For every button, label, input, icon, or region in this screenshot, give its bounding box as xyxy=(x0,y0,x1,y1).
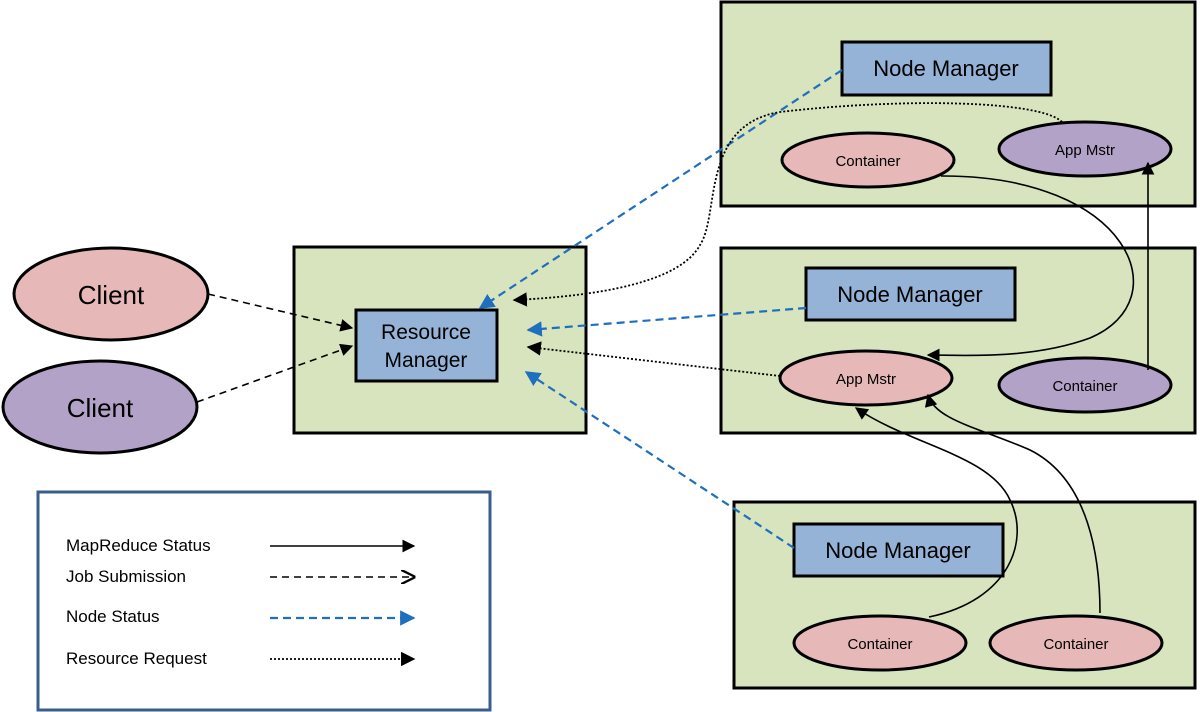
client-pink: Client xyxy=(12,246,210,342)
app-master-middle-label: App Mstr xyxy=(836,371,896,388)
node-manager-bottom-label: Node Manager xyxy=(825,538,971,563)
legend-label-mapreduce-status: MapReduce Status xyxy=(66,536,211,555)
legend-label-node-status: Node Status xyxy=(66,607,160,626)
container-top: Container xyxy=(780,131,956,189)
legend-box xyxy=(36,490,492,712)
job-submission-arrow-pink-client xyxy=(207,293,354,332)
resource-manager: Resource Manager xyxy=(354,308,499,383)
resource-request-arrow-top-app-master xyxy=(512,102,1063,307)
node-manager-middle-label: Node Manager xyxy=(837,282,983,307)
job-submission-arrow-purple-client xyxy=(196,343,354,403)
app-master-top-label: App Mstr xyxy=(1055,142,1115,159)
resource-manager-label-line1: Resource xyxy=(381,321,471,344)
mapreduce-status-arrow-bottom-right-container xyxy=(924,393,1101,614)
node-status-arrow-top xyxy=(478,69,843,309)
container-bottom-left: Container xyxy=(792,614,968,672)
container-middle: Container xyxy=(997,356,1173,414)
client-purple-label: Client xyxy=(67,393,134,423)
container-bottom-right-label: Container xyxy=(1043,636,1108,653)
mapreduce-status-arrow-top-container xyxy=(926,175,1135,362)
node-status-arrow-middle xyxy=(526,306,807,337)
resource-manager-label-line2: Manager xyxy=(385,349,468,372)
mapreduce-status-arrow-bottom-left-container xyxy=(854,407,1018,618)
container-top-label: Container xyxy=(835,153,900,170)
node-manager-middle: Node Manager xyxy=(804,266,1017,322)
legend: MapReduce Status Job Submission Node Sta… xyxy=(66,536,416,668)
node-status-arrow-bottom xyxy=(524,371,795,549)
client-purple: Client xyxy=(1,359,199,455)
node-manager-top: Node Manager xyxy=(840,40,1053,97)
legend-label-resource-request: Resource Request xyxy=(66,649,207,668)
node-manager-bottom: Node Manager xyxy=(792,522,1005,578)
node-manager-top-label: Node Manager xyxy=(873,56,1019,81)
top-worker-node xyxy=(719,0,1197,208)
app-master-middle: App Mstr xyxy=(778,349,954,407)
container-middle-label: Container xyxy=(1052,378,1117,395)
legend-label-job-submission: Job Submission xyxy=(66,567,186,586)
container-bottom-right: Container xyxy=(988,614,1164,672)
container-bottom-left-label: Container xyxy=(847,636,912,653)
client-pink-label: Client xyxy=(78,280,145,310)
app-master-top: App Mstr xyxy=(997,120,1173,178)
